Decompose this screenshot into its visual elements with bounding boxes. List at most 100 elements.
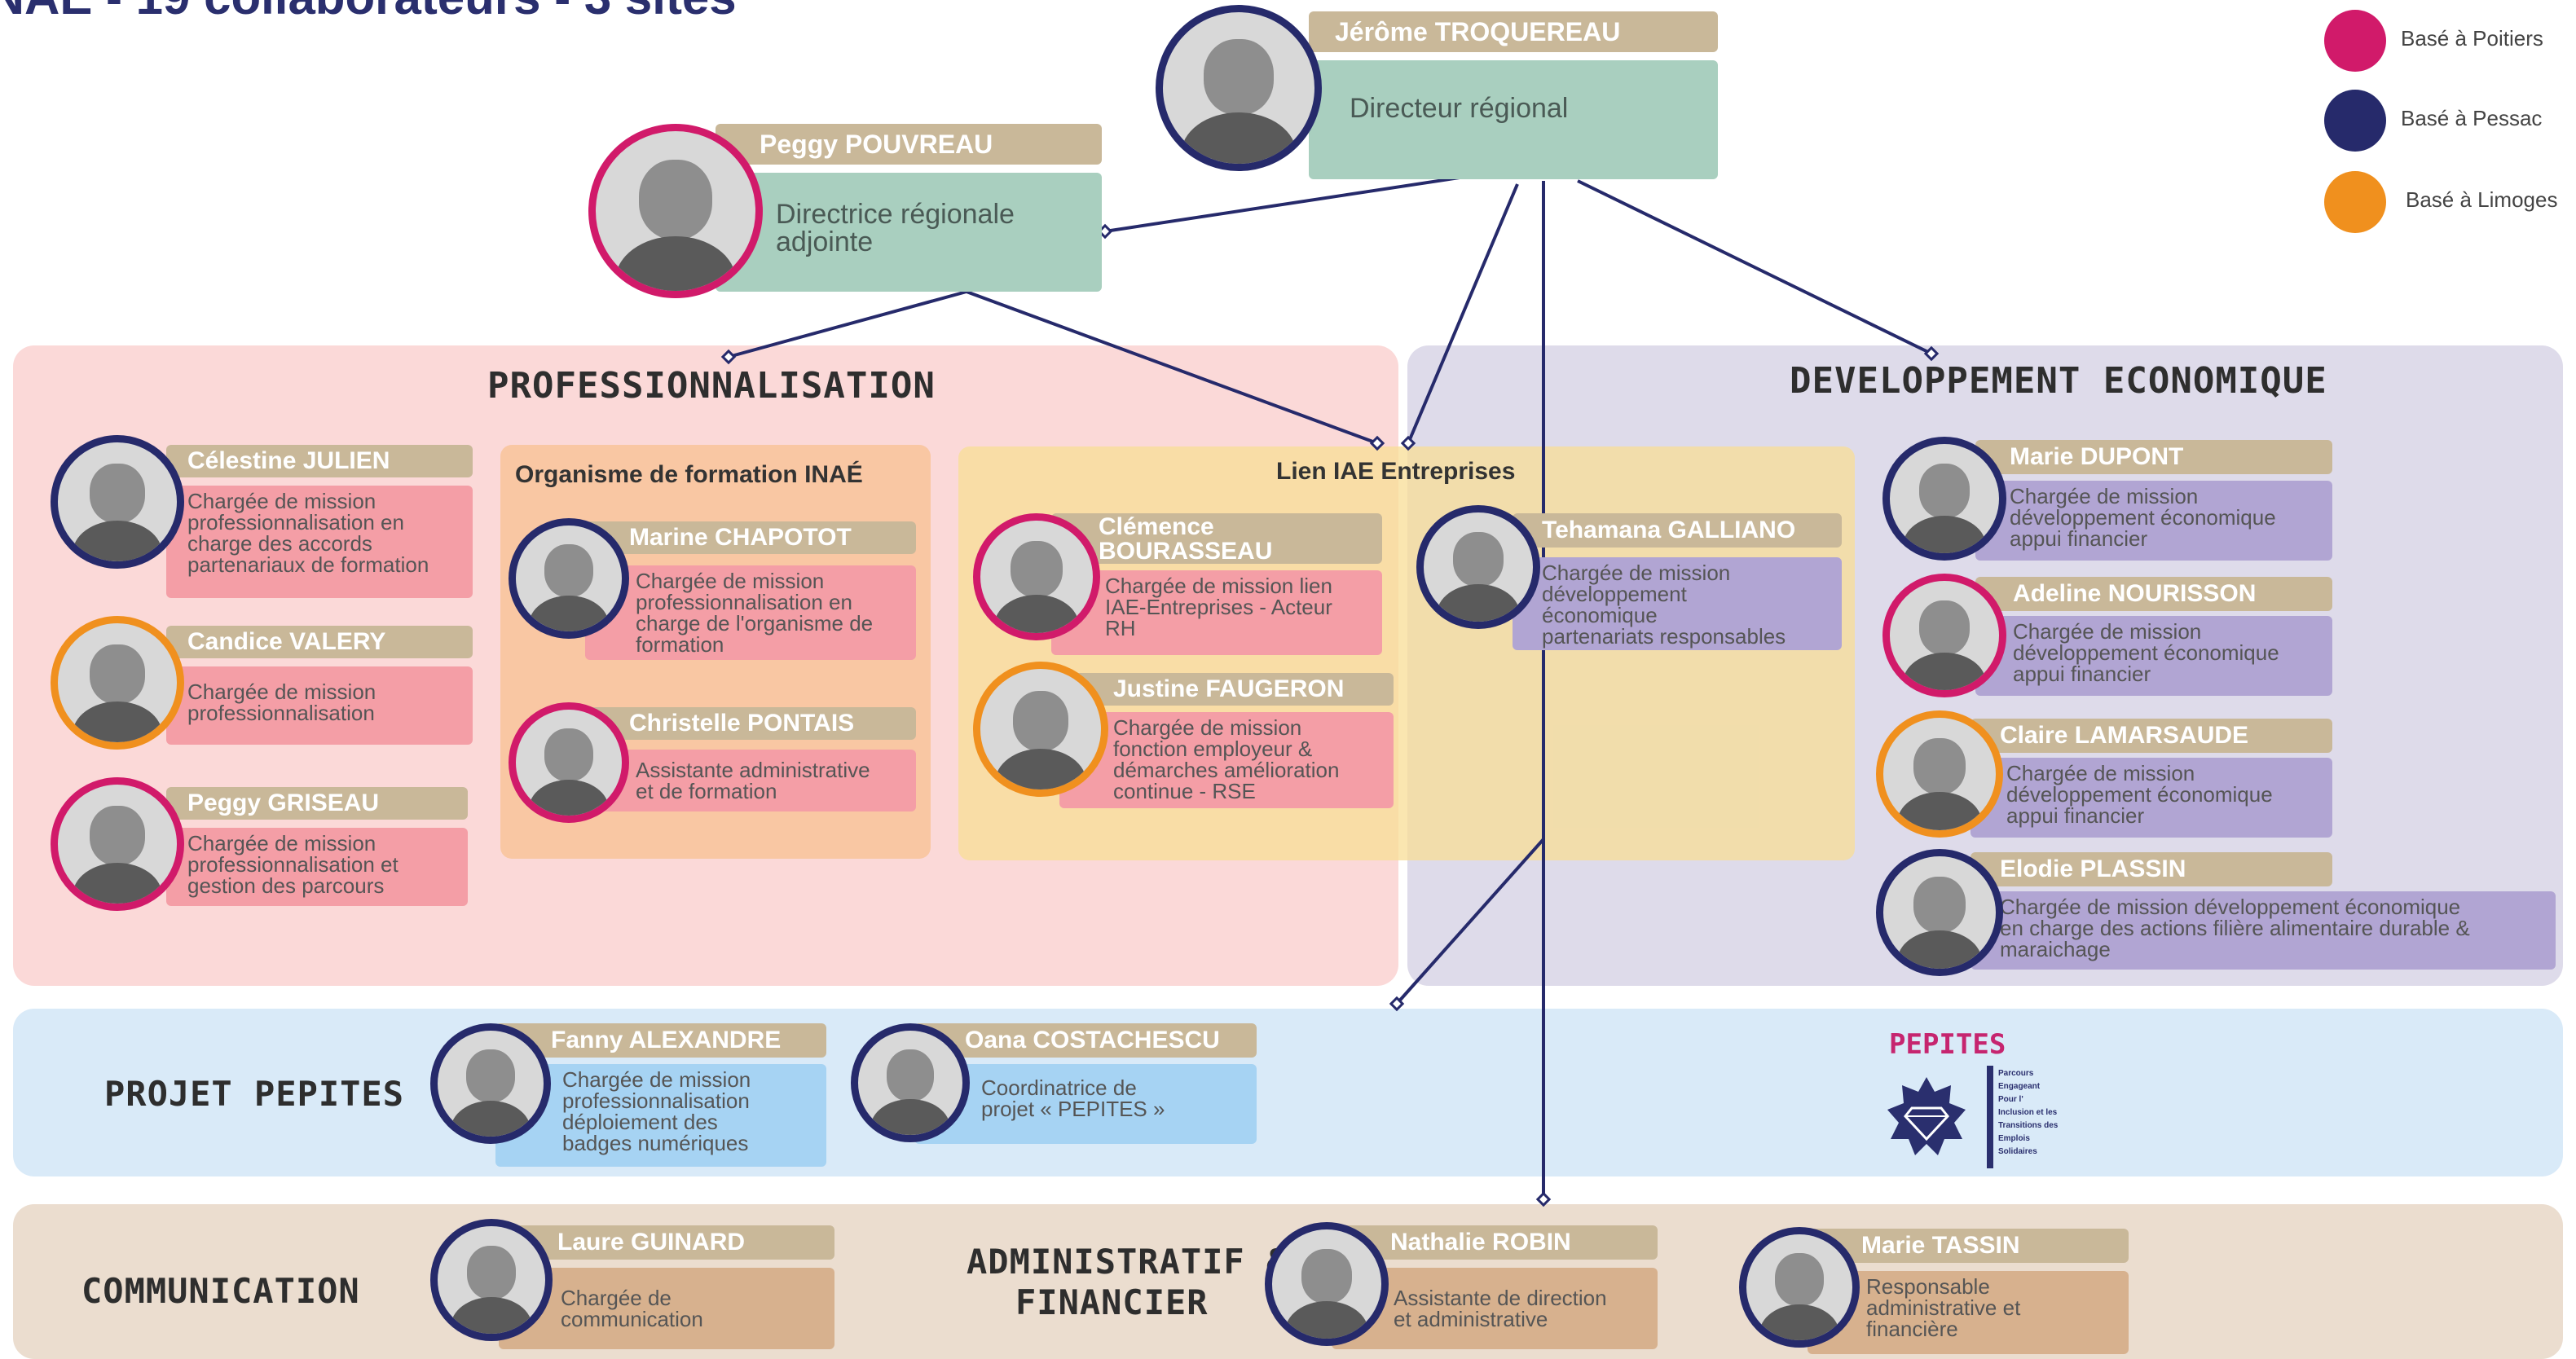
person-name: Marie DUPONT <box>1975 440 2332 474</box>
role-box: Assistante administrative et de formatio… <box>585 750 916 811</box>
person-name-line1: Clémence <box>1099 513 1214 540</box>
role-line: professionnalisation <box>562 1089 750 1113</box>
role-line: projet « PEPITES » <box>981 1097 1165 1121</box>
person-photo <box>430 1219 553 1341</box>
legend-label-poitiers: Basé à Poitiers <box>2401 26 2543 51</box>
person-photo <box>851 1023 970 1142</box>
role-box: Chargée de mission fonction employeur & … <box>1059 712 1394 808</box>
person-name: Claire LAMARSAUDE <box>1971 719 2332 753</box>
logo-text-line: Pour l' <box>1998 1095 2023 1104</box>
role-line: Chargée de mission <box>187 831 376 855</box>
pepites-title: PROJET PEPITES <box>104 1074 405 1114</box>
person-name: Clémence BOURASSEAU <box>1051 513 1382 564</box>
person-name: Marine CHAPOTOT <box>585 521 916 554</box>
developpement-title: DEVELOPPEMENT ECONOMIQUE <box>1790 360 2327 402</box>
role-line: Chargée de mission <box>562 1067 751 1092</box>
role-line: appui financier <box>2010 526 2148 551</box>
admin-title-line1: ADMINISTRATIF & <box>967 1242 1288 1282</box>
role-line: développement économique <box>2010 505 2276 530</box>
person-name: Fanny ALEXANDRE <box>495 1023 826 1058</box>
professionnalisation-title: PROFESSIONNALISATION <box>487 365 936 407</box>
person-name: Candice VALERY <box>166 626 473 658</box>
role-line: professionnalisation <box>187 701 375 725</box>
person-name: Justine FAUGERON <box>1059 673 1394 706</box>
page-title: INAÉ - 19 collaborateurs - 3 sites <box>0 0 737 25</box>
logo-text-line: Transitions des <box>1998 1121 2059 1130</box>
gem-icon <box>1887 1077 1966 1155</box>
role-line: communication <box>561 1307 703 1331</box>
role-box: Chargée de mission professionnalisation … <box>166 828 468 906</box>
person-photo <box>51 435 184 569</box>
legend-dot-limoges <box>2324 171 2386 233</box>
role-box: Coordinatrice de projet « PEPITES » <box>914 1064 1257 1144</box>
role-box: Chargée de mission professionnalisation … <box>585 565 916 660</box>
pepites-logo-title: PEPITES <box>1889 1028 2006 1061</box>
role-line: partenariaux de formation <box>187 552 429 577</box>
role-line: continue - RSE <box>1113 779 1256 803</box>
lien-title: Lien IAE Entreprises <box>1276 458 1516 485</box>
role-line: IAE-Entreprises - Acteur <box>1105 595 1332 619</box>
role-line: Chargée de mission <box>2010 484 2199 508</box>
role-line: et de formation <box>636 779 777 803</box>
communication-title: COMMUNICATION <box>81 1271 360 1311</box>
person-name: Adeline NOURISSON <box>1975 577 2332 611</box>
person-name: Tehamana GALLIANO <box>1513 513 1842 548</box>
role-line: économique <box>1542 603 1658 627</box>
role-line: financière <box>1866 1317 1958 1341</box>
role-line: Coordinatrice de <box>981 1075 1137 1100</box>
logo-text-line: Engageant <box>1998 1082 2041 1091</box>
person-photo <box>1265 1222 1389 1346</box>
role-line: badges numériques <box>562 1131 749 1155</box>
role-line: gestion des parcours <box>187 873 385 898</box>
role-line: en charge des actions filière alimentair… <box>2000 916 2470 940</box>
role-line: professionnalisation en <box>636 590 852 614</box>
admin-title-line2: FINANCIER <box>1015 1282 1209 1322</box>
role-line: Chargée de mission développement économi… <box>2000 895 2461 919</box>
role-box: Chargée de mission développement économi… <box>1513 557 1842 650</box>
person-name: Célestine JULIEN <box>166 445 473 477</box>
role-line: charge des accords <box>187 531 372 556</box>
organisme-title: Organisme de formation INAÉ <box>515 461 863 488</box>
role-line: Chargée de <box>561 1286 672 1310</box>
deputy-role-box: Directrice régionale adjointe <box>716 173 1102 292</box>
person-name: Oana COSTACHESCU <box>914 1023 1257 1058</box>
person-photo <box>1882 574 2006 697</box>
person-photo <box>1882 437 2006 561</box>
role-line: démarches amélioration <box>1113 758 1340 782</box>
pepites-logo-text: Parcours Engageant Pour l' Inclusion et … <box>1998 1067 2058 1159</box>
role-box: Chargée de mission développement économi… <box>1971 891 2556 970</box>
role-box: Chargée de mission développement économi… <box>1971 758 2332 838</box>
deputy-role-line2: adjointe <box>776 226 874 257</box>
role-line: RH <box>1105 616 1136 640</box>
deputy-role-line1: Directrice régionale <box>776 199 1015 230</box>
role-line: formation <box>636 632 724 657</box>
role-line: maraichage <box>2000 937 2111 961</box>
deputy-photo <box>588 124 763 298</box>
logo-text-line: Inclusion et les <box>1998 1108 2058 1117</box>
role-box: Chargée de mission lien IAE-Entreprises … <box>1051 570 1382 655</box>
role-line: charge de l'organisme de <box>636 611 874 636</box>
person-name: Nathalie ROBIN <box>1332 1225 1658 1260</box>
person-photo <box>973 513 1100 640</box>
director-role-box: Directeur régional <box>1309 60 1718 179</box>
person-photo <box>1416 505 1540 629</box>
person-name-line2: BOURASSEAU <box>1099 538 1273 565</box>
role-line: professionnalisation et <box>187 852 399 877</box>
person-photo <box>1876 849 2003 976</box>
role-line: Chargée de mission lien <box>1105 574 1332 598</box>
role-box: Chargée de mission professionnalisation <box>166 666 473 745</box>
person-photo <box>1876 710 2003 838</box>
person-name: Laure GUINARD <box>499 1225 834 1260</box>
pepites-logo-bar <box>1987 1066 1993 1168</box>
person-name: Christelle PONTAIS <box>585 707 916 740</box>
person-name: Marie TASSIN <box>1808 1229 2129 1263</box>
logo-text-line: Emplois <box>1998 1134 2030 1143</box>
person-photo <box>430 1023 551 1144</box>
person-name: Elodie PLASSIN <box>1971 852 2332 886</box>
person-photo <box>509 702 629 823</box>
role-line: développement économique <box>2013 640 2279 665</box>
person-photo <box>973 662 1108 797</box>
role-line: déploiement des <box>562 1110 718 1134</box>
role-line: fonction employeur & <box>1113 737 1313 761</box>
